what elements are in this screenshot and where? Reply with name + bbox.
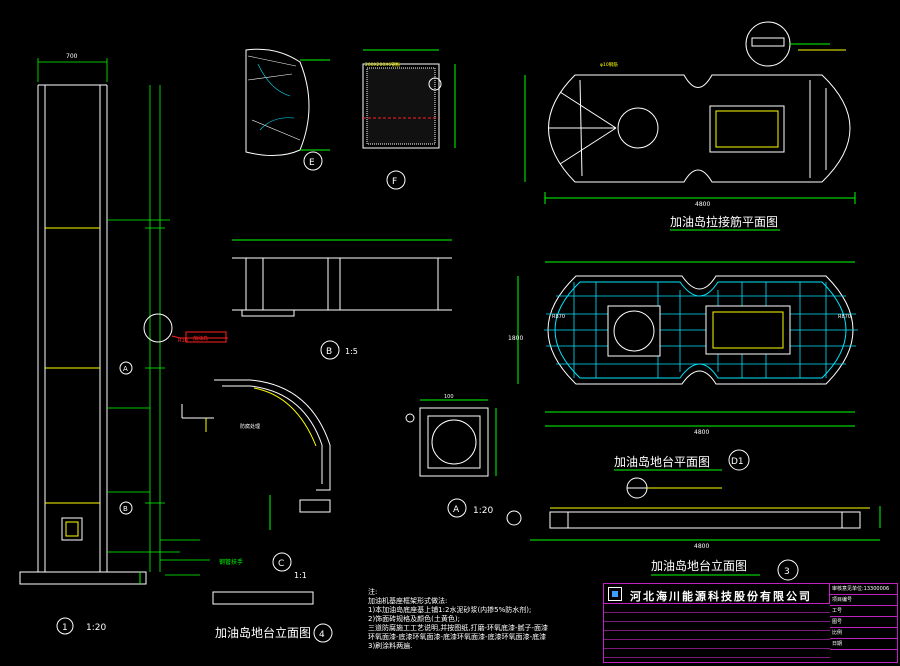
- detail-a-scale: 1:20: [473, 506, 493, 516]
- island-r870-left: R870: [552, 314, 565, 320]
- island-plan: [517, 261, 858, 427]
- detail-a-circle: [447, 498, 467, 518]
- detail-1-circle: [56, 617, 74, 635]
- detail-1-number: 1: [62, 623, 68, 633]
- notes-line-2: 1)本加油岛底座基上铺1:2水泥砂浆(内掺5%防水剂);: [368, 606, 532, 614]
- detail-4-elevation: [212, 591, 314, 605]
- detail-c: [181, 379, 331, 530]
- bolt-symbol: [405, 413, 415, 423]
- island-plan-dim-v: 1800: [508, 335, 523, 342]
- elev-section-mark: [506, 510, 522, 526]
- tension-plan-title: 加油岛拉接筋平面图: [670, 214, 778, 229]
- tb-row: [604, 622, 830, 631]
- red-leader: [171, 335, 228, 339]
- mark-b-label: B: [123, 505, 128, 513]
- tb-row: [604, 649, 830, 658]
- detail-f: [362, 49, 456, 149]
- red-note-box: [185, 331, 227, 343]
- mark-a: [119, 361, 133, 375]
- detail-3-circle: [777, 559, 799, 581]
- notes-line-3: 2)饰面砖规格及颜色(土黄色);: [368, 615, 461, 623]
- detail-b-label: B: [326, 347, 332, 357]
- tb-row: [604, 604, 830, 613]
- red-note-text: 加油岛: [193, 335, 208, 342]
- island-elev-small-title: 加油岛地台立面图: [215, 625, 311, 640]
- detail-e: [245, 48, 330, 156]
- notes-line-5: 环氧面漆-底漆环氧面漆-底漆环氧面漆-底漆环氧面漆-底漆: [368, 633, 547, 641]
- detail-d1-circle: [728, 449, 750, 471]
- company-logo-icon: [608, 587, 622, 601]
- company-name: 河北海川能源科技股份有限公司: [630, 590, 812, 603]
- column-dims: [37, 58, 210, 576]
- tb-row: [604, 640, 830, 649]
- detail-f-circle: [386, 170, 406, 190]
- detail-b-scale: 1:5: [345, 347, 358, 356]
- column-detail-1: [19, 84, 147, 585]
- title-block-right: 审核意见单位:13300006 项目编号 工号 图号 比例 日期: [830, 584, 898, 662]
- tb-row: [604, 631, 830, 640]
- tension-plan-topdetail: [745, 21, 846, 67]
- dim-100: 100: [444, 394, 454, 400]
- tb-right-row: 比例: [830, 628, 898, 639]
- detail-e-circle: [303, 151, 323, 171]
- notes-heading: 注:: [368, 588, 378, 596]
- title-block-grid: [604, 604, 830, 662]
- island-elev-title: 加油岛地台立面图: [651, 558, 747, 573]
- detail-3-number: 3: [784, 567, 790, 577]
- island-plan-title: 加油岛地台平面图: [614, 454, 710, 469]
- hatch-spec: 200X200X6钢板: [365, 61, 401, 68]
- tb-right-row: 日期: [830, 639, 898, 650]
- callout-circle: [143, 313, 173, 343]
- title-block-header: 河北海川能源科技股份有限公司: [604, 584, 830, 604]
- detail-c-circle: [272, 552, 292, 572]
- tb-row: [604, 613, 830, 622]
- dim-700: 700: [66, 53, 78, 60]
- mark-a-label: A: [123, 365, 128, 373]
- r10-label: R10: [178, 338, 188, 344]
- island-r870-right: R870: [838, 314, 851, 320]
- steel-angle-label: 钢管扶手: [219, 558, 243, 566]
- mark-b: [119, 501, 133, 515]
- island-plan-dim: 4800: [694, 429, 709, 436]
- notes-line-1: 加油机基座框架形式做法:: [368, 597, 448, 605]
- tb-right-row: 项目编号: [830, 595, 898, 606]
- detail-a: [419, 399, 497, 477]
- tb-right-row: 工号: [830, 606, 898, 617]
- detail-d1-label: D1: [731, 457, 744, 467]
- title-block: 河北海川能源科技股份有限公司 审核意见单位:13300006 项目编号 工号 图…: [603, 583, 898, 663]
- detail-f-label: F: [392, 177, 397, 187]
- tension-plan: [524, 74, 856, 204]
- notes-line-4: 三道防腐施工工艺说明,并按图纸,打磨-环氧底漆-腻子-面漆: [368, 624, 549, 632]
- anti-corrosion-label: 防腐处理: [240, 423, 260, 430]
- tb-right-row: 图号: [830, 617, 898, 628]
- general-notes: 注: 加油机基座框架形式做法: 1)本加油岛底座基上铺1:2水泥砂浆(内掺5%防…: [368, 588, 600, 651]
- tb-right-row: 审核意见单位:13300006: [830, 584, 898, 595]
- rebar-label: φ10钢筋: [600, 61, 618, 68]
- detail-4-circle: [313, 623, 333, 643]
- island-elevation: [530, 506, 881, 541]
- detail-1-scale: 1:20: [86, 623, 106, 633]
- detail-c-label: C: [278, 559, 284, 569]
- detail-4-number: 4: [319, 630, 325, 640]
- detail-e-label: E: [309, 158, 315, 168]
- elev-dim: 4800: [694, 543, 709, 550]
- notes-line-6: 3)刷涂料两遍.: [368, 642, 413, 650]
- detail-b-circle: [320, 340, 340, 360]
- tension-plan-dim: 4800: [695, 201, 710, 208]
- detail-c-scale: 1:1: [294, 571, 307, 580]
- detail-a-label: A: [453, 505, 460, 515]
- detail-b: [232, 239, 452, 317]
